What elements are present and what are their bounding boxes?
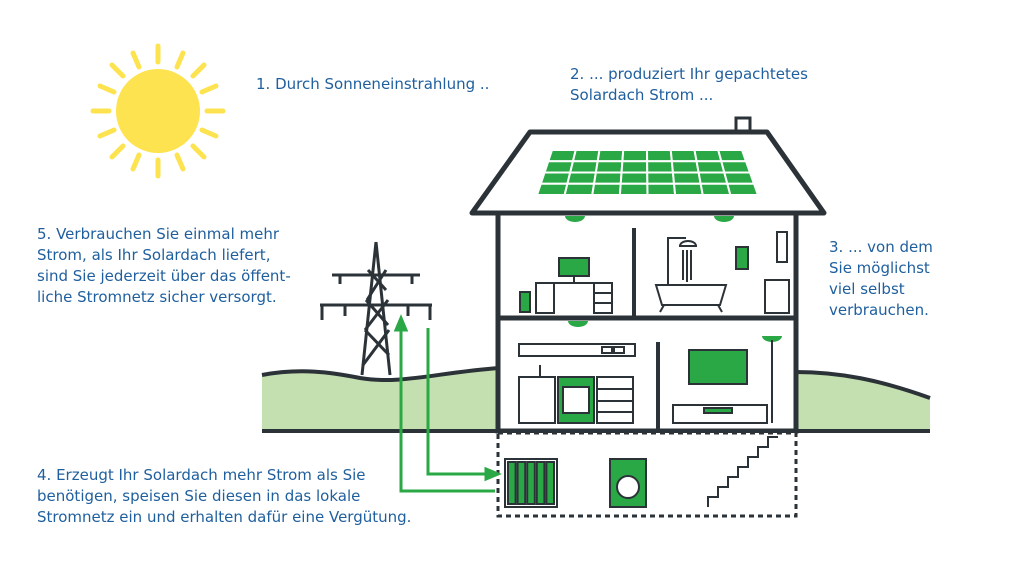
solar-cell (670, 160, 700, 174)
arrow-icon (393, 314, 502, 493)
solar-cell (535, 182, 569, 196)
solar-panel-icon (535, 149, 760, 196)
sun-icon (90, 43, 226, 179)
solar-cell (619, 171, 649, 185)
caption-line: verbrauchen. (829, 301, 929, 319)
caption-line: sind Sie jederzeit über das öffent- (37, 267, 291, 285)
caption-line: Sie möglichst (829, 259, 930, 277)
caption-step-3: 3. ... von dem Sie möglichst viel selbst… (829, 237, 933, 321)
caption-line: 5. Verbrauchen Sie einmal mehr (37, 225, 280, 243)
stairs-icon (707, 436, 778, 507)
caption-line: Solardach Strom ... (570, 86, 714, 104)
solar-cell (571, 149, 601, 163)
desk-icon (519, 257, 613, 314)
solar-cell (546, 149, 578, 163)
solar-cell (566, 171, 598, 185)
kitchen-icon (518, 343, 636, 424)
solar-cell (695, 160, 726, 174)
solar-cell (591, 182, 622, 196)
solar-cell (719, 160, 752, 174)
caption-line: 2. ... produziert Ihr gepachtetes (570, 65, 808, 83)
caption-step-4: 4. Erzeugt Ihr Solardach mehr Strom als … (37, 465, 411, 528)
solar-cell (563, 182, 596, 196)
solar-cell (697, 171, 729, 185)
solar-cell (539, 171, 572, 185)
solar-cell (716, 149, 748, 163)
solar-cell (672, 182, 704, 196)
lamp-icon (565, 216, 782, 342)
caption-step-5: 5. Verbrauchen Sie einmal mehr Strom, al… (37, 224, 291, 308)
caption-step-1: 1. Durch Sonneneinstrahlung .. (256, 74, 489, 95)
tv-icon (672, 340, 773, 424)
solar-cell (646, 171, 676, 185)
bathtub-icon (654, 284, 728, 313)
caption-line: Stromnetz ein und erhalten dafür eine Ve… (37, 508, 412, 526)
solar-cell (723, 171, 756, 185)
caption-step-2: 2. ... produziert Ihr gepachtetes Solard… (570, 64, 808, 106)
solar-cell (618, 182, 649, 196)
solar-cell (620, 160, 649, 174)
solar-cell (726, 182, 760, 196)
caption-line: 3. ... von dem (829, 238, 933, 256)
solar-cell (543, 160, 575, 174)
washing-machine-icon (609, 458, 647, 508)
battery-cell (516, 461, 527, 505)
caption-line: viel selbst (829, 280, 905, 298)
caption-line: 1. Durch Sonneneinstrahlung .. (256, 75, 490, 93)
solar-cell (568, 160, 599, 174)
solar-cell (621, 149, 649, 163)
solar-cell (594, 160, 624, 174)
power-pylon-icon (320, 241, 432, 376)
solar-cell (596, 149, 625, 163)
solar-cell (671, 171, 702, 185)
caption-line: Strom, als Ihr Solardach liefert, (37, 246, 271, 264)
solar-cell (669, 149, 698, 163)
solar-cell (646, 160, 675, 174)
solar-cell (592, 171, 623, 185)
solar-cell (693, 149, 723, 163)
battery-cell (526, 461, 536, 505)
solar-cell (646, 182, 677, 196)
battery-cell (507, 461, 517, 505)
caption-line: liche Stromnetz sicher versorgt. (37, 288, 277, 306)
battery-cell (545, 461, 556, 505)
caption-line: benötigen, speisen Sie diesen in das lok… (37, 487, 361, 505)
solar-cell (645, 149, 673, 163)
battery-storage-icon (504, 458, 558, 508)
solar-cell (699, 182, 732, 196)
hills (261, 366, 931, 430)
battery-cell (535, 461, 546, 505)
shower-icon (667, 231, 790, 314)
caption-line: 4. Erzeugt Ihr Solardach mehr Strom als … (37, 466, 366, 484)
